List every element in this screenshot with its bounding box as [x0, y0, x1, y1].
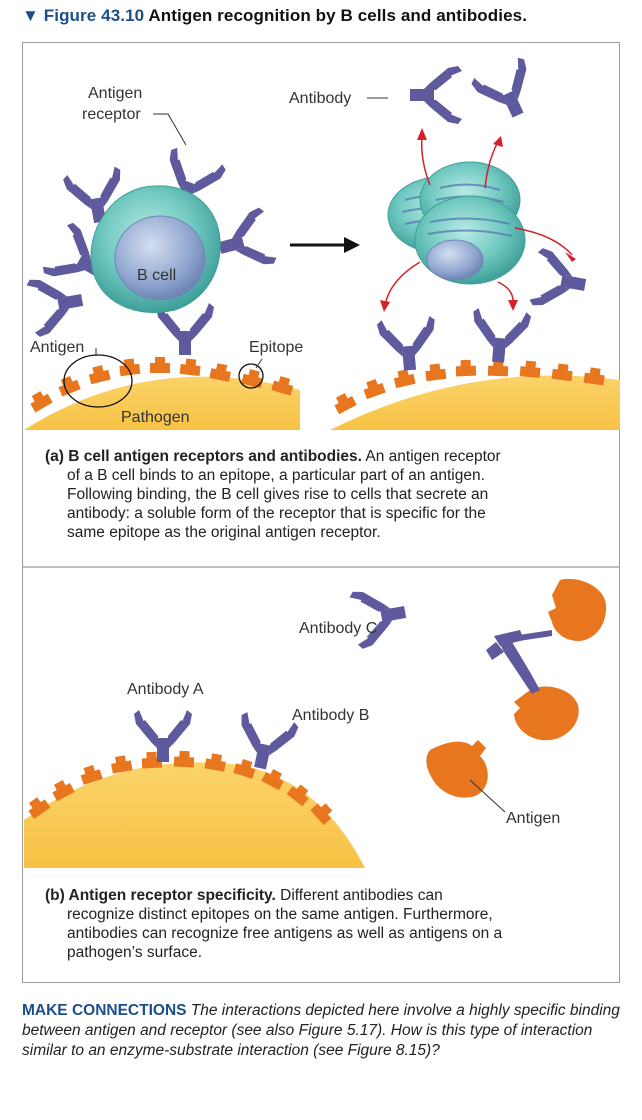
caption-a-lead: (a) B cell antigen receptors and antibod…	[45, 448, 362, 465]
figure-number: Figure 43.10	[43, 6, 145, 25]
free-antigen-bottom	[426, 740, 488, 798]
epitope-circle	[238, 363, 264, 389]
process-arrow	[290, 237, 360, 253]
antigen-circle	[63, 354, 133, 408]
label-antibody: Antibody	[289, 90, 351, 107]
caption-b-lead: (b) Antigen receptor specificity.	[45, 887, 276, 904]
label-antigen-receptor-1: Antigen	[88, 85, 142, 102]
caption-a-line-3: antibody: a soluble form of the receptor…	[67, 505, 486, 522]
label-pathogen: Pathogen	[121, 409, 190, 426]
caption-b-line-0: Different antibodies can	[275, 887, 443, 904]
caption-a-line-4: same epitope as the original antigen rec…	[67, 524, 381, 541]
caption-a-line-0: An antigen receptor	[361, 448, 501, 465]
free-antigen-top	[548, 578, 607, 641]
make-connections: MAKE CONNECTIONS The interactions depict…	[22, 1001, 622, 1061]
make-connections-heading: MAKE CONNECTIONS	[22, 1002, 187, 1019]
antibody-bridging	[486, 630, 552, 694]
label-antibody-a: Antibody A	[127, 681, 204, 698]
caption-panel-a: (a) B cell antigen receptors and antibod…	[45, 447, 605, 542]
pathogen-b	[24, 762, 365, 868]
figure-marker: ▼	[22, 6, 39, 25]
caption-b-line-2: antibodies can recognize free antigens a…	[67, 925, 503, 942]
label-antigen-b: Antigen	[506, 810, 560, 827]
caption-a-line-2: Following binding, the B cell gives rise…	[67, 486, 489, 503]
caption-panel-b: (b) Antigen receptor specificity. Differ…	[45, 886, 605, 962]
caption-b-line-3: pathogen’s surface.	[67, 944, 203, 961]
label-b-cell: B cell	[137, 267, 176, 284]
label-epitope: Epitope	[249, 339, 303, 356]
bound-antibodies-right	[376, 307, 532, 373]
antibody-c	[348, 583, 411, 650]
label-antibody-c: Antibody C	[299, 620, 377, 637]
caption-b-line-1: recognize distinct epitopes on the same …	[67, 906, 493, 923]
label-antibody-b: Antibody B	[292, 707, 369, 724]
plasma-cells	[387, 161, 526, 285]
figure-illustration: Antigen receptor Antibody B cell Antigen…	[22, 55, 620, 868]
pathogen-left	[24, 376, 300, 430]
b-cell	[25, 146, 278, 355]
make-connections-text: The interactions depicted here involve a…	[22, 1002, 620, 1059]
caption-a-line-1: of a B cell binds to an epitope, a parti…	[67, 467, 485, 484]
free-antigen-middle	[514, 686, 579, 741]
pathogen-right	[330, 375, 620, 430]
label-antigen-receptor-2: receptor	[82, 106, 141, 123]
figure-title: ▼ Figure 43.10 Antigen recognition by B …	[22, 6, 527, 26]
figure-heading: Antigen recognition by B cells and antib…	[148, 6, 528, 25]
figure-frame	[22, 42, 620, 983]
label-antigen-a: Antigen	[30, 339, 84, 356]
